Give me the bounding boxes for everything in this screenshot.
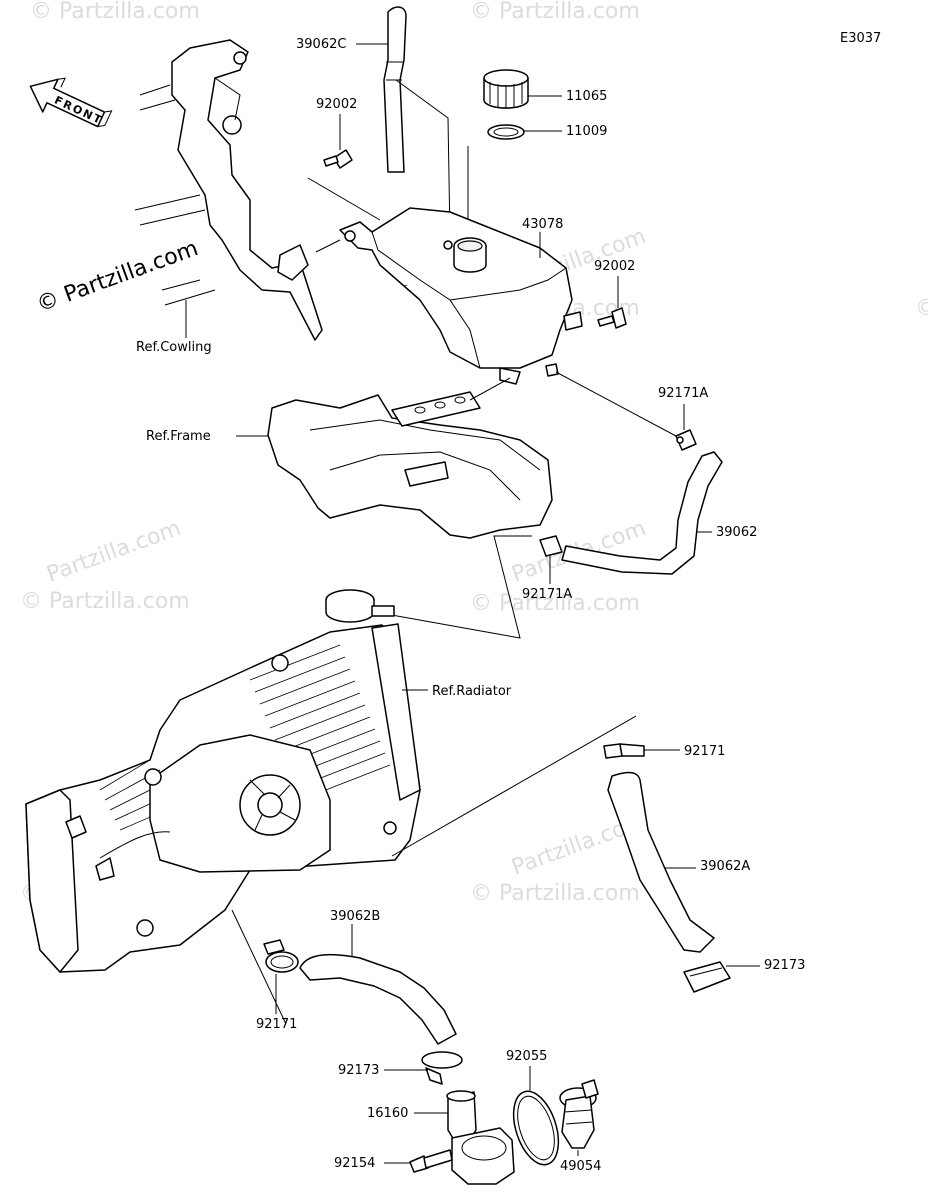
clamp-92171A-upper bbox=[675, 429, 697, 451]
part-number-92154: 92154 bbox=[334, 1156, 375, 1171]
front-arrow-icon: FRONT bbox=[29, 77, 113, 127]
part-number-92171-right: 92171 bbox=[684, 744, 725, 759]
part-number-39062: 39062 bbox=[716, 525, 757, 540]
ref-radiator-label: Ref.Radiator bbox=[432, 684, 512, 699]
watermark: © Partzilla.com bbox=[20, 589, 190, 614]
bolt-92154 bbox=[409, 1149, 453, 1173]
part-number-43078: 43078 bbox=[522, 217, 563, 232]
clamp-92173-right bbox=[683, 961, 731, 993]
watermark: © Partzilla.com bbox=[30, 0, 200, 24]
cowling-bracket bbox=[134, 39, 323, 341]
part-number-49054: 49054 bbox=[560, 1159, 601, 1174]
part-number-92171A-lower: 92171A bbox=[522, 587, 572, 602]
o-ring-92055 bbox=[512, 1090, 560, 1166]
clamp-92171-left bbox=[263, 939, 299, 973]
hose-39062A bbox=[607, 771, 715, 953]
part-number-92002-upper: 92002 bbox=[316, 97, 357, 112]
watermark-dark: © Partzilla.com bbox=[34, 236, 202, 318]
thermostat-housing-16160 bbox=[446, 1090, 515, 1185]
clamp-92173-lower bbox=[421, 1051, 463, 1085]
radiator-fins bbox=[99, 644, 391, 831]
bolt-92002-right bbox=[597, 307, 627, 329]
part-number-16160: 16160 bbox=[367, 1106, 408, 1121]
part-number-92173-right: 92173 bbox=[764, 958, 805, 973]
hose-39062C bbox=[383, 6, 407, 173]
watermark: © Partzilla.com bbox=[470, 591, 640, 616]
hose-39062 bbox=[561, 451, 723, 575]
diagram-code: E3037 bbox=[840, 31, 881, 46]
reservoir-tank-43078: ~ bbox=[339, 207, 583, 385]
ref-cowling-label: Ref.Cowling bbox=[136, 340, 212, 355]
watermark: © Partzilla.com bbox=[470, 881, 640, 906]
part-number-11065: 11065 bbox=[566, 89, 607, 104]
part-number-39062A: 39062A bbox=[700, 859, 750, 874]
part-number-92002-right: 92002 bbox=[594, 259, 635, 274]
part-number-92171-left: 92171 bbox=[256, 1017, 297, 1032]
watermark: © Partzilla.com bbox=[470, 0, 640, 24]
tank-marking: ~ bbox=[402, 282, 408, 290]
hose-39062B bbox=[299, 953, 457, 1045]
watermark: Partzilla.com bbox=[44, 516, 185, 588]
seal-11009 bbox=[487, 124, 525, 140]
thermostat-49054 bbox=[559, 1079, 599, 1149]
partzilla-logo: © Partzilla.com bbox=[34, 236, 202, 318]
part-number-92171A-upper: 92171A bbox=[658, 386, 708, 401]
part-number-39062C: 39062C bbox=[296, 37, 346, 52]
part-number-39062B: 39062B bbox=[330, 909, 380, 924]
clamp-92171-right bbox=[603, 743, 645, 759]
bolt-92002-upper bbox=[323, 149, 353, 169]
frame-ref bbox=[267, 391, 553, 539]
part-number-92173-lower: 92173 bbox=[338, 1063, 379, 1078]
ref-frame-label: Ref.Frame bbox=[146, 429, 211, 444]
part-number-92055: 92055 bbox=[506, 1049, 547, 1064]
part-number-11009: 11009 bbox=[566, 124, 607, 139]
watermark: © Partzilla.com bbox=[915, 296, 928, 321]
cap-11065 bbox=[483, 69, 529, 109]
radiator-ref bbox=[25, 589, 421, 973]
clamp-92171A-lower bbox=[539, 535, 563, 557]
